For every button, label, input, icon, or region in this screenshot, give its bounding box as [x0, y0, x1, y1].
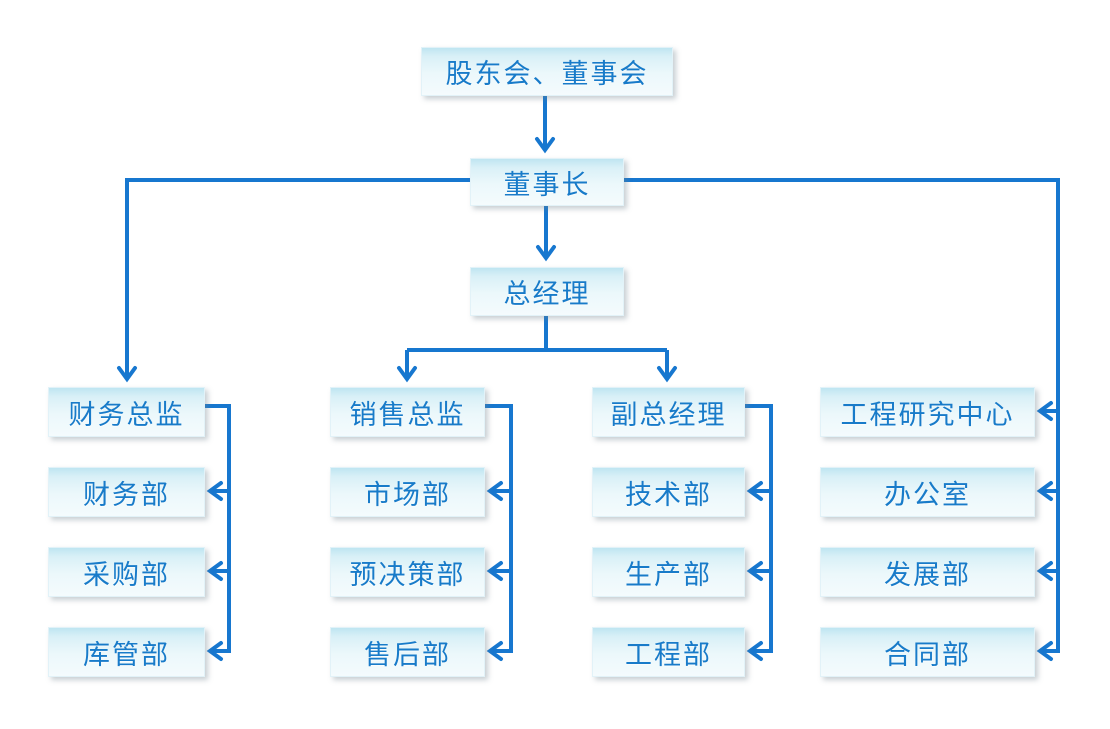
org-node-general-manager: 总经理: [470, 267, 624, 316]
connector-chairman-to-column4: [622, 178, 1060, 661]
connector-deputy-gm-spine: [743, 404, 773, 661]
org-node-shareholders-board: 股东会、董事会: [421, 47, 673, 96]
org-node-finance-dept: 财务部: [48, 467, 205, 517]
org-node-pre-decision-dept: 预决策部: [330, 547, 485, 597]
connector-sales-director-spine: [483, 404, 513, 661]
connector-chairman-to-finance-director: [117, 178, 470, 383]
org-node-purchasing-dept: 采购部: [48, 547, 205, 597]
org-node-warehouse-dept: 库管部: [48, 627, 205, 677]
org-node-office: 办公室: [820, 467, 1035, 517]
org-node-marketing-dept: 市场部: [330, 467, 485, 517]
org-node-production-dept: 生产部: [592, 547, 745, 597]
connector-finance-director-spine: [203, 404, 231, 661]
org-node-contract-dept: 合同部: [820, 627, 1035, 677]
org-node-chairman: 董事长: [470, 158, 624, 206]
org-node-technology-dept: 技术部: [592, 467, 745, 517]
org-node-deputy-general-manager: 副总经理: [592, 387, 745, 437]
org-node-development-dept: 发展部: [820, 547, 1035, 597]
org-node-sales-director: 销售总监: [330, 387, 485, 437]
connector-gm-split: [407, 314, 667, 352]
org-node-engineering-research-center: 工程研究中心: [820, 387, 1035, 437]
org-node-after-sales-dept: 售后部: [330, 627, 485, 677]
org-node-engineering-dept: 工程部: [592, 627, 745, 677]
org-node-finance-director: 财务总监: [48, 387, 205, 437]
